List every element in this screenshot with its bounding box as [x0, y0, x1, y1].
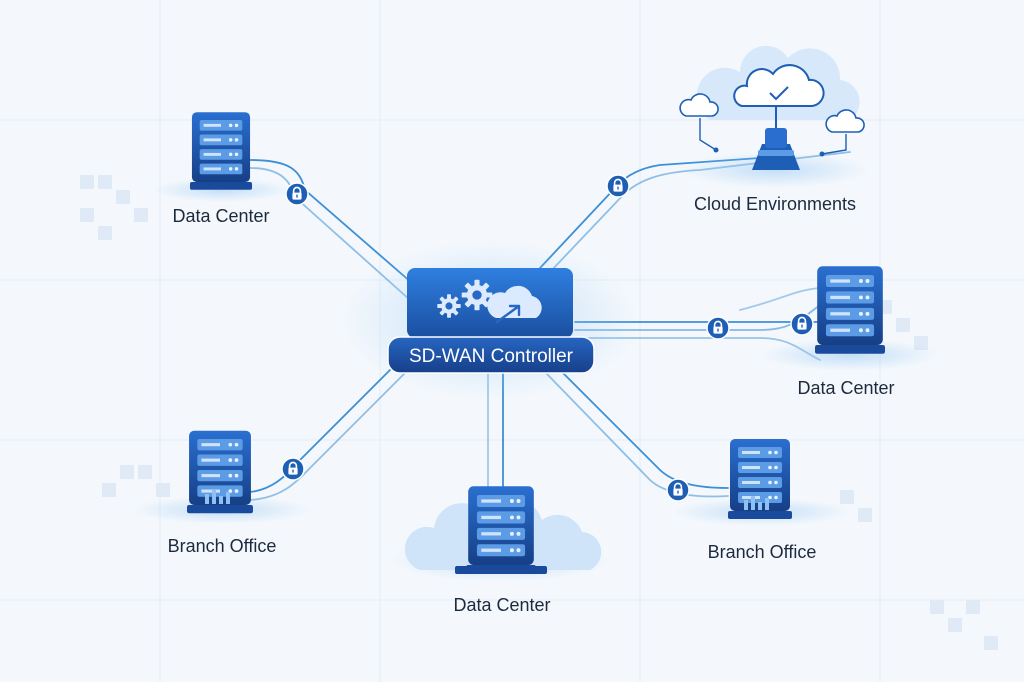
- cloud-icon: [679, 45, 865, 170]
- lock-icon: [606, 174, 630, 198]
- node-branch-left[interactable]: Branch Office: [132, 430, 312, 556]
- controller-label: SD-WAN Controller: [409, 346, 574, 367]
- node-label: Branch Office: [708, 542, 817, 562]
- controller-label-pill: [387, 336, 595, 374]
- node-label: Data Center: [172, 206, 269, 226]
- lock-icon: [706, 316, 730, 340]
- node-dc-bottom[interactable]: Data Center: [390, 486, 610, 615]
- lock-icon: [666, 478, 690, 502]
- node-label: Cloud Environments: [694, 194, 856, 214]
- lock-icon: [281, 457, 305, 481]
- node-label: Data Center: [453, 595, 550, 615]
- node-cloud[interactable]: Cloud Environments: [679, 45, 870, 214]
- server-base: [455, 566, 547, 574]
- node-dc-top-left[interactable]: Data Center: [152, 112, 292, 226]
- lock-icon: [790, 312, 814, 336]
- sd-wan-controller[interactable]: SD-WAN Controller: [340, 240, 640, 400]
- server-rack-icon: [815, 266, 885, 354]
- node-branch-right[interactable]: Branch Office: [672, 439, 852, 562]
- node-label: Data Center: [797, 378, 894, 398]
- gears-cloud-icon: [437, 279, 542, 324]
- node-label: Branch Office: [168, 536, 277, 556]
- link-dc-right-4: [739, 287, 821, 311]
- node-dc-right[interactable]: Data Center: [760, 266, 940, 398]
- server-rack-icon: [190, 112, 252, 190]
- lock-icon: [285, 182, 309, 206]
- bar-chart-icon: [205, 490, 230, 504]
- bar-chart-icon: [744, 496, 769, 510]
- server-rack-icon: [466, 486, 536, 574]
- background-pixels: [80, 175, 998, 650]
